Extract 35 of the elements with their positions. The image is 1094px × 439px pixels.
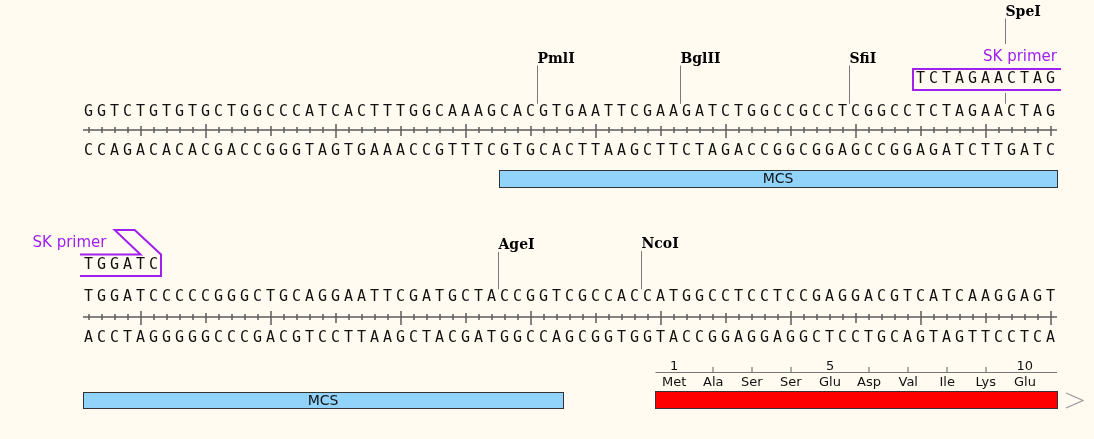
amino-acid-label: Ser [741, 374, 763, 389]
primer-label: SK primer [983, 46, 1057, 65]
amino-acid-label: Ser [780, 374, 802, 389]
dna-sequence: CCAGACACACGACCGGGTAGTGAAACCGTTTCGTGCACTTAAGCTTCTAGACCGGCGGAGCCGGAGATCTTGATC [84, 142, 1056, 157]
leader-line [680, 65, 681, 105]
codon-number: 1 [670, 358, 679, 373]
amino-acid-label: Asp [857, 374, 881, 389]
amino-acid-label: Met [662, 374, 687, 389]
dna-sequence: GGTCTGTGTGCTGGCCCATCACTTTGGCAAAGCACGTGAATTCGAAGATCTGGCCGCCTCGGCCTCTAGAACTAG [84, 103, 1056, 118]
restriction-site-label: SpeI [1005, 2, 1041, 19]
feature-bar: MCS [82, 391, 564, 409]
leader-line [849, 65, 850, 105]
dna-sequence: TGGATCCCCCGGGCTGCAGGAATTCGATGCTACCGGTCGCCACCATGGCCTCCTCCGAGGACGTCATCAAGGAGT [84, 289, 1056, 304]
restriction-site-label: NcoI [641, 235, 679, 251]
restriction-site-label: AgeI [498, 236, 535, 252]
dna-sequence: ACCTAGGGGGCCCGACGTCCTTAAGCTACGATGGCCAGCGGTGGTACCGGAGGAGGCTCCTGCAGTAGTTCCTCA [84, 329, 1056, 344]
feature-bar [654, 391, 1058, 409]
amino-acid-label: Lys [975, 374, 996, 389]
primer-label: SK primer [32, 233, 107, 251]
primer-sequence: TGGATC [84, 256, 159, 271]
restriction-site-label: SfiI [849, 49, 877, 66]
leader-line [498, 251, 499, 290]
amino-acid-label: Ile [939, 374, 955, 389]
feature-bar: MCS [498, 169, 1058, 188]
amino-acid-label: Val [898, 374, 918, 389]
leader-line [641, 250, 642, 290]
primer-sequence: TCTAGAACTAG [916, 71, 1056, 86]
restriction-site-label: BglII [680, 49, 721, 66]
amino-acid-label: Glu [1014, 374, 1036, 389]
amino-acid-label: Ala [703, 374, 724, 389]
amino-acid-label: Glu [819, 374, 841, 389]
codon-number: 10 [1016, 358, 1034, 373]
codon-number: 5 [826, 358, 835, 373]
restriction-site-label: PmlI [537, 49, 575, 66]
leader-line [537, 65, 538, 105]
